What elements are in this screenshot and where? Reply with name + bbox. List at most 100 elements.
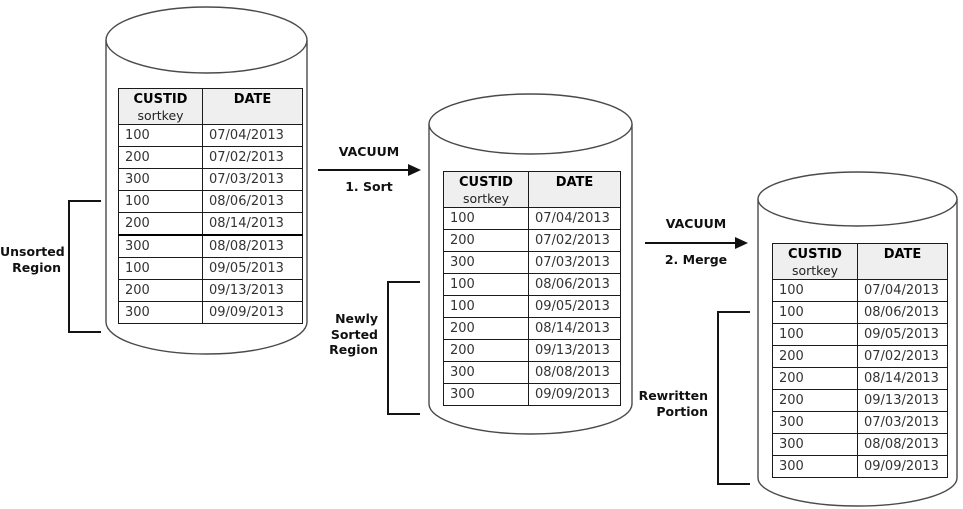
custid-cell: 300 (772, 455, 858, 478)
date-cell: 08/08/2013 (528, 361, 621, 384)
header-custid-title: CUSTID (133, 92, 188, 107)
custid-cell: 100 (443, 273, 529, 296)
header-custid-title: CUSTID (459, 175, 513, 190)
header-date: DATE (857, 243, 948, 280)
custid-cell: 300 (772, 433, 858, 456)
date-cell: 07/04/2013 (202, 124, 303, 147)
custid-cell: 200 (443, 317, 529, 340)
sort-arrow-head (408, 164, 421, 176)
custid-cell: 200 (118, 212, 203, 236)
merge-arrow-line (645, 242, 737, 244)
date-cell: 08/14/2013 (202, 212, 303, 236)
label-line: Rewritten (638, 388, 708, 403)
custid-cell: 100 (118, 124, 203, 147)
merge-arrow-head (735, 237, 748, 249)
header-row: CUSTID sortkey DATE (118, 88, 303, 125)
label-line: Unsorted (0, 244, 65, 259)
sort-arrow-line (318, 169, 410, 171)
date-cell: 09/13/2013 (202, 279, 303, 302)
custid-cell: 100 (772, 301, 858, 324)
custid-cell: 200 (443, 229, 529, 252)
date-cell: 07/03/2013 (528, 251, 621, 274)
vacuum-label-2: VACUUM (665, 216, 727, 231)
bracket-rewritten-portion (717, 311, 750, 485)
cylinder-top (757, 171, 958, 227)
custid-cell: 300 (118, 301, 203, 324)
date-cell: 07/03/2013 (857, 411, 948, 434)
custid-cell: 100 (443, 295, 529, 318)
date-cell: 09/09/2013 (857, 455, 948, 478)
header-row: CUSTID sortkey DATE (443, 171, 621, 208)
date-cell: 08/14/2013 (857, 367, 948, 390)
date-cell: 09/05/2013 (857, 323, 948, 346)
header-custid: CUSTID sortkey (443, 171, 529, 208)
vacuum-label-1: VACUUM (338, 144, 400, 159)
date-cell: 08/08/2013 (202, 234, 303, 258)
custid-cell: 200 (443, 339, 529, 362)
custid-cell: 100 (443, 207, 529, 230)
cylinder-top (428, 93, 633, 155)
custid-cell: 300 (443, 251, 529, 274)
header-date: DATE (528, 171, 621, 208)
custid-cell: 200 (118, 146, 203, 169)
date-cell: 08/06/2013 (202, 190, 303, 213)
label-line: Region (12, 259, 61, 275)
date-cell: 09/09/2013 (528, 383, 621, 406)
date-cell: 07/04/2013 (528, 207, 621, 230)
custid-cell: 200 (772, 367, 858, 390)
date-cell: 07/02/2013 (528, 229, 621, 252)
label-line: Sorted (330, 326, 378, 342)
bracket-newly-sorted-region (387, 281, 420, 415)
header-sortkey-label: sortkey (137, 108, 184, 123)
custid-cell: 300 (118, 168, 203, 191)
custid-cell: 300 (443, 383, 529, 406)
custid-cell: 300 (443, 361, 529, 384)
label-line: Portion (656, 403, 708, 419)
date-cell: 09/05/2013 (202, 257, 303, 280)
date-cell: 09/13/2013 (857, 389, 948, 412)
date-cell: 07/02/2013 (857, 345, 948, 368)
date-cell: 08/06/2013 (528, 273, 621, 296)
header-custid-title: CUSTID (788, 247, 842, 262)
custid-cell: 100 (772, 279, 858, 302)
header-date-title: DATE (883, 247, 922, 262)
date-cell: 08/14/2013 (528, 317, 621, 340)
date-cell: 08/08/2013 (857, 433, 948, 456)
header-date-title: DATE (555, 175, 594, 190)
header-date-title: DATE (233, 92, 272, 107)
header-row: CUSTID sortkey DATE (772, 243, 948, 280)
custid-cell: 300 (118, 234, 203, 258)
custid-cell: 300 (772, 411, 858, 434)
custid-cell: 100 (118, 257, 203, 280)
